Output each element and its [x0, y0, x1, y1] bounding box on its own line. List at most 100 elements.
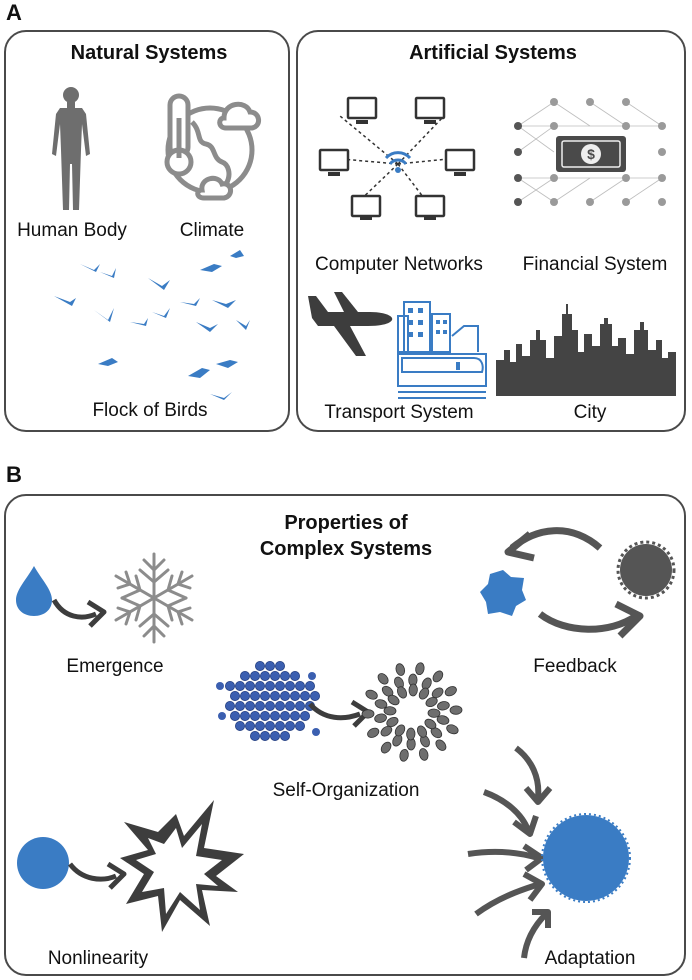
svg-text:$: $ — [587, 146, 595, 162]
artificial-systems-title: Artificial Systems — [409, 42, 577, 64]
particle — [250, 711, 261, 722]
particle — [396, 686, 408, 699]
money-icon: $ — [514, 98, 666, 206]
financial-system-label: Financial System — [522, 254, 668, 275]
particle — [418, 748, 429, 761]
particle — [395, 663, 406, 676]
particle — [218, 712, 226, 720]
particle — [444, 686, 457, 697]
snowflake-icon — [114, 552, 194, 644]
particle — [377, 673, 389, 685]
particle — [250, 731, 261, 742]
particle — [285, 721, 296, 732]
particle — [255, 661, 266, 671]
particle — [244, 721, 255, 732]
particle — [250, 670, 261, 681]
feedback-label: Feedback — [533, 656, 617, 677]
particle — [435, 739, 447, 751]
blue-octagon-icon — [480, 570, 526, 616]
particle — [406, 727, 416, 741]
nonlinearity-label: Nonlinearity — [47, 948, 149, 969]
particle — [270, 711, 281, 722]
properties-title-line1: Properties of — [284, 512, 408, 534]
train-icon — [397, 301, 487, 399]
blob-icon — [541, 813, 631, 903]
city-skyline-icon — [496, 304, 676, 396]
particle — [399, 748, 409, 762]
particle-cluster-icon — [216, 661, 321, 742]
particle — [244, 701, 255, 712]
particle — [432, 670, 444, 683]
particle — [437, 701, 450, 711]
particle — [250, 691, 261, 702]
drop-icon — [16, 566, 52, 616]
particle — [295, 680, 306, 691]
arrow-icon — [68, 861, 127, 890]
particle — [234, 721, 245, 732]
particle — [260, 711, 271, 722]
particle — [300, 711, 311, 722]
particle — [312, 728, 320, 736]
particle — [305, 680, 316, 691]
human-body-icon — [52, 87, 90, 210]
particle — [408, 683, 418, 697]
city-label: City — [573, 402, 607, 423]
particle — [394, 724, 406, 737]
particle — [265, 661, 276, 671]
particle — [300, 691, 311, 702]
feedback-arrows-icon — [504, 527, 644, 639]
particle — [270, 731, 281, 742]
particle — [260, 691, 271, 702]
flock-of-birds-label: Flock of Birds — [92, 400, 208, 421]
particle — [374, 713, 387, 723]
particle — [295, 701, 306, 712]
particle — [415, 662, 425, 676]
particle — [275, 721, 286, 732]
particle — [260, 731, 271, 742]
particle — [270, 670, 281, 681]
particle — [310, 691, 321, 702]
particle — [380, 725, 393, 737]
particle — [380, 741, 392, 754]
particle — [255, 721, 266, 732]
particle — [290, 670, 301, 681]
natural-systems-box: Natural Systems — [4, 30, 290, 432]
particle — [387, 694, 400, 706]
particle — [265, 701, 276, 712]
particle — [367, 727, 380, 738]
particle — [265, 680, 276, 691]
organized-ring-icon — [361, 662, 463, 762]
properties-box — [4, 494, 686, 976]
airplane-icon — [308, 292, 393, 356]
particle — [270, 691, 281, 702]
particle — [424, 718, 437, 730]
circle-icon — [17, 837, 69, 889]
artificial-systems-box: Artificial Systems — [296, 30, 686, 432]
particle — [449, 705, 463, 715]
particle — [427, 708, 441, 718]
particle — [386, 716, 399, 728]
dark-gear-icon — [616, 540, 676, 600]
particle — [295, 721, 306, 732]
particle — [361, 709, 375, 719]
particle — [239, 711, 250, 722]
natural-systems-title: Natural Systems — [70, 42, 228, 64]
particle — [234, 701, 245, 712]
particle — [285, 680, 296, 691]
particle — [234, 680, 245, 691]
particle — [244, 680, 255, 691]
particle — [229, 691, 240, 702]
particle — [446, 724, 459, 735]
panel-letter-b: B — [6, 462, 22, 487]
computer-network-icon — [318, 96, 476, 220]
particle — [425, 696, 438, 708]
particle — [260, 670, 271, 681]
particle — [280, 670, 291, 681]
particle — [431, 687, 444, 699]
particle — [280, 731, 291, 742]
particle — [416, 725, 428, 738]
particle — [216, 682, 224, 690]
adaptation-arrows-icon — [467, 745, 553, 959]
particle — [255, 701, 266, 712]
human-body-label: Human Body — [17, 220, 127, 241]
